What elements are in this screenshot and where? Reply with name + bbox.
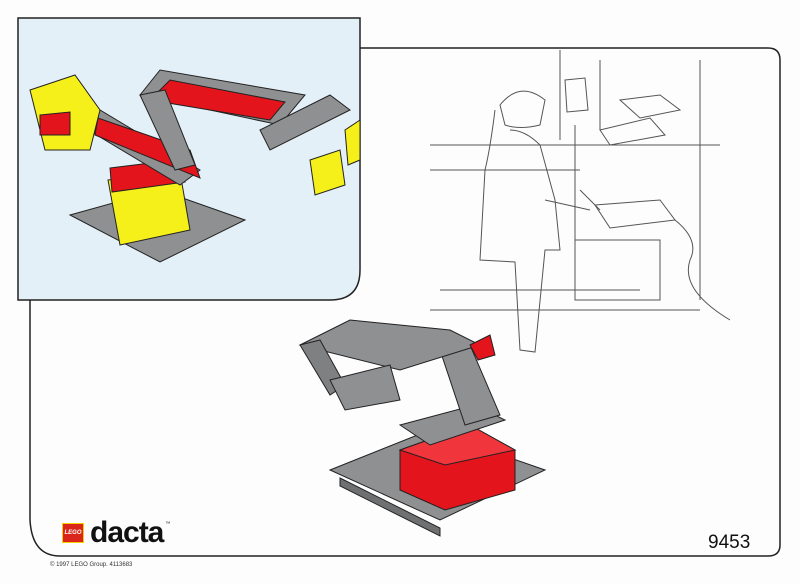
- lego-logo: LEGO: [62, 523, 84, 543]
- trademark-symbol: ™: [165, 521, 171, 527]
- robot-arm-model-red-yellow: [29, 69, 361, 263]
- brand-lockup: LEGO dacta ™: [62, 518, 170, 548]
- card-border: [29, 47, 781, 557]
- set-number: 9453: [708, 532, 751, 553]
- dacta-wordmark: dacta: [90, 516, 164, 549]
- copyright-notice: © 1997 LEGO Group. 4113683: [50, 562, 133, 568]
- factory-worker-sketch: [430, 50, 731, 353]
- robot-arm-model-gray-red: [298, 319, 547, 537]
